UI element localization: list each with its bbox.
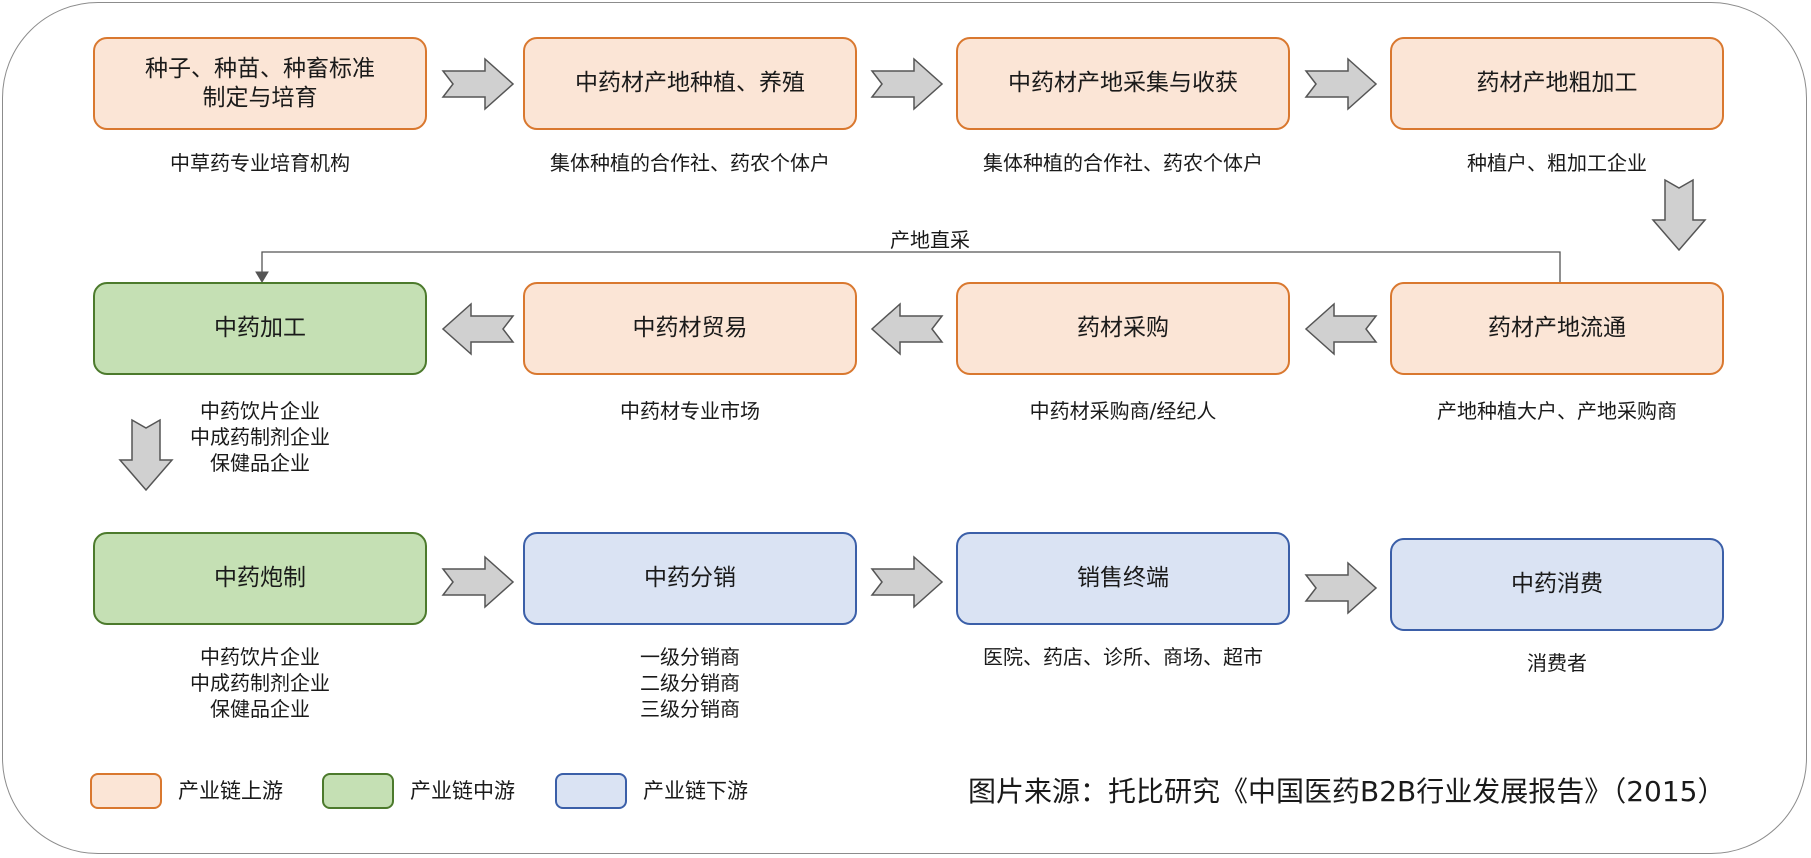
node-harvest-label: 中药材产地采集与收获: [1008, 70, 1238, 97]
caption-tcm-preparation: 中药饮片企业 中成药制剂企业 保健品企业: [93, 644, 427, 722]
arrow-right: [1304, 561, 1378, 615]
direct-purchase-arrowhead: [255, 271, 269, 283]
caption-line: 产地种植大户、产地采购商: [1437, 399, 1677, 423]
node-seed-breeding: 种子、种苗、种畜标准制定与培育: [93, 37, 427, 130]
caption-line: 中药饮片企业: [200, 399, 320, 423]
arrow-right: [870, 57, 944, 111]
node-planting: 中药材产地种植、养殖: [523, 37, 857, 130]
caption-herb-trade: 中药材专业市场: [523, 398, 857, 424]
legend-label-upstream: 产业链上游: [178, 779, 283, 803]
direct-purchase-label: 产地直采: [890, 228, 970, 252]
node-tcm-distribution: 中药分销: [523, 532, 857, 625]
caption-line: 保健品企业: [210, 697, 310, 721]
caption-planting: 集体种植的合作社、药农个体户: [523, 150, 857, 176]
source-note: 图片来源：托比研究《中国医药B2B行业发展报告》（2015）: [968, 775, 1726, 808]
caption-tcm-distribution: 一级分销商 二级分销商 三级分销商: [523, 644, 857, 722]
caption-line: 消费者: [1527, 651, 1587, 675]
arrow-right: [441, 57, 515, 111]
arrow-left: [870, 302, 944, 356]
caption-line: 中成药制剂企业: [190, 671, 330, 695]
caption-tcm-processing: 中药饮片企业 中成药制剂企业 保健品企业: [93, 398, 427, 476]
legend-label-midstream: 产业链中游: [410, 779, 515, 803]
node-herb-trade-label: 中药材贸易: [632, 315, 748, 342]
caption-line: 二级分销商: [640, 671, 740, 695]
caption-line: 中药材专业市场: [620, 399, 760, 423]
arrow-down: [1651, 178, 1707, 252]
node-origin-circulation-label: 药材产地流通: [1488, 315, 1626, 342]
caption-rough-processing: 种植户、粗加工企业: [1390, 150, 1724, 176]
caption-line: 种植户、粗加工企业: [1467, 151, 1647, 175]
node-seed-breeding-label: 种子、种苗、种畜标准制定与培育: [145, 55, 375, 111]
node-tcm-preparation-label: 中药炮制: [214, 565, 306, 592]
caption-seed-breeding: 中草药专业培育机构: [93, 150, 427, 176]
caption-origin-circulation: 产地种植大户、产地采购商: [1390, 398, 1724, 424]
legend-label-downstream: 产业链下游: [643, 779, 748, 803]
node-herb-trade: 中药材贸易: [523, 282, 857, 375]
caption-line: 中药材采购商/经纪人: [1029, 399, 1217, 423]
caption-line: 保健品企业: [210, 451, 310, 475]
caption-line: 中草药专业培育机构: [170, 151, 350, 175]
direct-purchase-line: [261, 251, 1561, 282]
arrow-left: [441, 302, 515, 356]
node-tcm-processing: 中药加工: [93, 282, 427, 375]
node-planting-label: 中药材产地种植、养殖: [575, 70, 805, 97]
legend-swatch-midstream: [322, 773, 394, 809]
node-rough-processing: 药材产地粗加工: [1390, 37, 1724, 130]
caption-sales-terminal: 医院、药店、诊所、商场、超市: [956, 644, 1290, 670]
caption-line: 三级分销商: [640, 697, 740, 721]
caption-line: 中药饮片企业: [200, 645, 320, 669]
caption-tcm-consumption: 消费者: [1390, 650, 1724, 676]
node-tcm-preparation: 中药炮制: [93, 532, 427, 625]
node-tcm-processing-label: 中药加工: [214, 315, 306, 342]
arrow-down: [118, 418, 174, 492]
arrow-right: [441, 555, 515, 609]
caption-line: 集体种植的合作社、药农个体户: [983, 151, 1263, 175]
arrow-right: [870, 555, 944, 609]
node-herb-procurement: 药材采购: [956, 282, 1290, 375]
legend-swatch-downstream: [555, 773, 627, 809]
node-origin-circulation: 药材产地流通: [1390, 282, 1724, 375]
caption-line: 中成药制剂企业: [190, 425, 330, 449]
node-sales-terminal: 销售终端: [956, 532, 1290, 625]
node-tcm-distribution-label: 中药分销: [644, 565, 736, 592]
node-harvest: 中药材产地采集与收获: [956, 37, 1290, 130]
node-sales-terminal-label: 销售终端: [1077, 565, 1169, 592]
caption-line: 一级分销商: [640, 645, 740, 669]
arrow-left: [1304, 302, 1378, 356]
legend-swatch-upstream: [90, 773, 162, 809]
caption-line: 集体种植的合作社、药农个体户: [550, 151, 830, 175]
node-tcm-consumption-label: 中药消费: [1511, 571, 1603, 598]
arrow-right: [1304, 57, 1378, 111]
node-tcm-consumption: 中药消费: [1390, 538, 1724, 631]
caption-herb-procurement: 中药材采购商/经纪人: [956, 398, 1290, 424]
caption-line: 医院、药店、诊所、商场、超市: [983, 645, 1263, 669]
node-rough-processing-label: 药材产地粗加工: [1476, 70, 1638, 97]
caption-harvest: 集体种植的合作社、药农个体户: [956, 150, 1290, 176]
node-herb-procurement-label: 药材采购: [1077, 315, 1169, 342]
